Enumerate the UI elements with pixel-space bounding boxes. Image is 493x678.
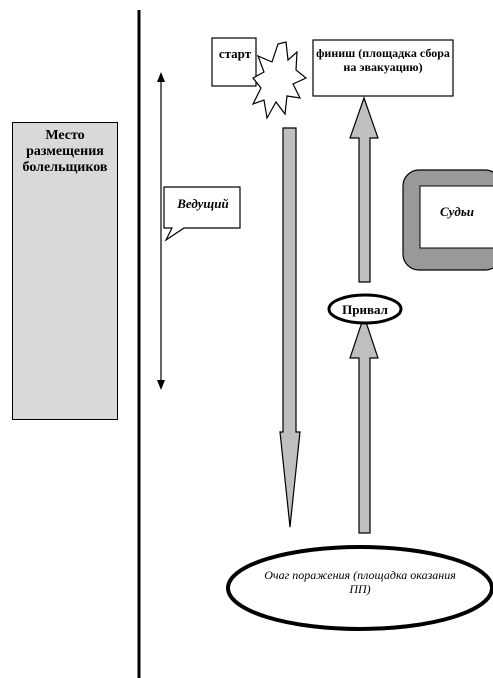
rest-ellipse [327, 293, 403, 325]
starburst-icon [251, 41, 308, 120]
rest-label: Привал [342, 302, 388, 317]
leader-callout [163, 186, 241, 242]
judges-area [402, 169, 493, 271]
start-box [211, 37, 257, 87]
focus-ellipse [226, 545, 493, 631]
up-arrow-to-finish [349, 96, 379, 283]
fans-area-box [12, 122, 118, 420]
finish-box [312, 39, 454, 97]
focus-label: Очаг поражения (площадка оказания ПП) [264, 568, 456, 596]
start-label: старт [218, 46, 252, 61]
down-arrow [279, 127, 301, 528]
leader-label: Ведущий [177, 196, 229, 211]
fans-area-label: Место размещения болельщиков [22, 128, 108, 175]
finish-label: финиш (площадка сбора на эвакуацию) [316, 46, 450, 74]
judges-label: Судьи [439, 204, 475, 219]
up-arrow-to-rest [349, 314, 379, 534]
leader-range-arrow [157, 72, 165, 390]
